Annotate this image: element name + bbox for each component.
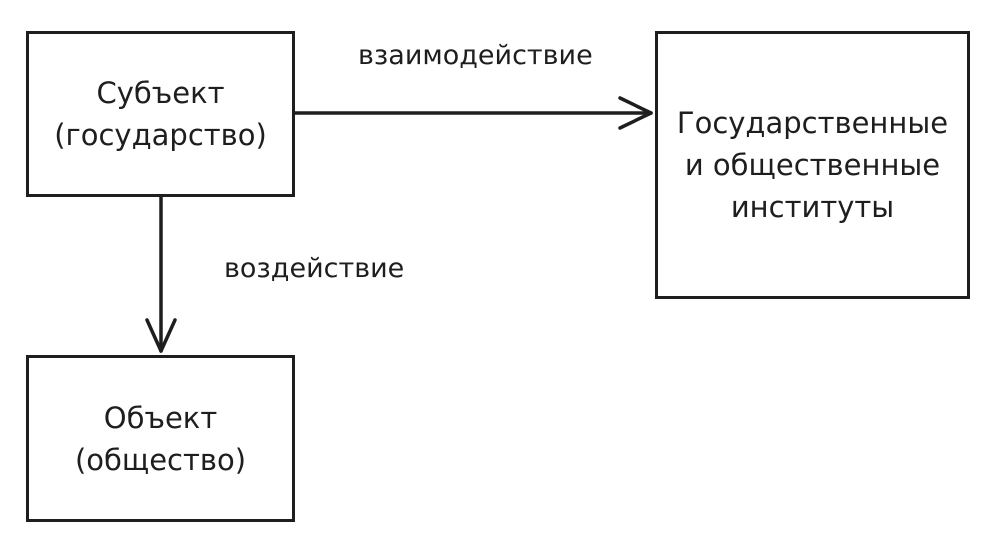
interaction-arrow (293, 96, 653, 130)
subject-node: Субъект (государство) (26, 31, 295, 197)
object-node: Объект (общество) (26, 355, 295, 522)
subject-subtitle: (государство) (54, 118, 267, 152)
institutions-line-3: институты (730, 190, 895, 224)
institutions-node: Государственные и общественные институты (655, 31, 970, 299)
interaction-label: взаимодействие (358, 40, 593, 71)
institutions-line-1: Государственные (676, 106, 949, 140)
influence-arrow (145, 195, 177, 353)
object-subtitle: (общество) (74, 442, 247, 477)
subject-title: Субъект (96, 76, 225, 110)
institutions-line-2: и общественные (684, 148, 941, 182)
influence-label: воздействие (224, 253, 405, 284)
object-title: Объект (103, 400, 218, 435)
